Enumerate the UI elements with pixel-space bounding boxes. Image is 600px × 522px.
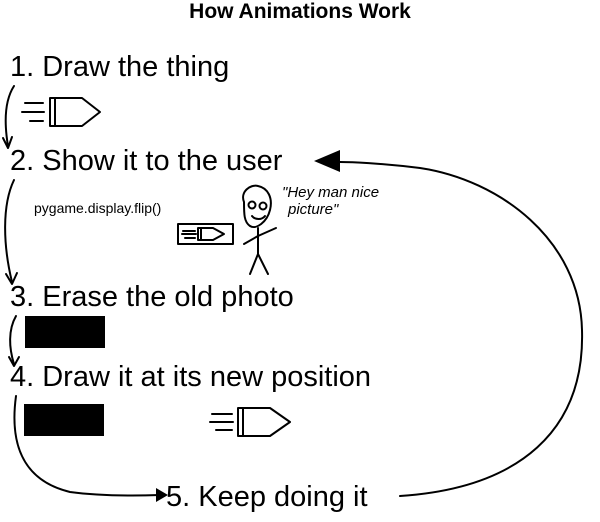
step-4-label: 4. Draw it at its new position xyxy=(10,361,372,393)
connector-3-to-4 xyxy=(9,315,17,365)
diagram-title: How Animations Work xyxy=(189,0,411,23)
stick-figure-icon xyxy=(242,184,277,275)
crayon-icon-new-position xyxy=(209,407,291,437)
step-5-arrowhead-icon xyxy=(156,488,168,502)
connector-2-to-3-head xyxy=(5,272,18,285)
crayon-icon-step-1 xyxy=(21,97,101,127)
connector-4-to-5 xyxy=(13,395,161,497)
connector-3-to-4-head xyxy=(8,356,20,367)
old-position-black-box xyxy=(24,404,104,436)
erased-black-box xyxy=(25,316,105,348)
connector-1-to-2-head xyxy=(2,136,13,149)
speech-quote: "Hey man nice picture" xyxy=(282,184,379,218)
step-3-label: 3. Erase the old photo xyxy=(10,281,294,313)
step-1-label: 1. Draw the thing xyxy=(10,51,230,83)
loop-arrowhead-icon xyxy=(314,150,340,172)
loop-5-to-2 xyxy=(339,161,584,497)
speech-line-1: "Hey man nice xyxy=(282,184,380,201)
step-2-label: 2. Show it to the user xyxy=(10,145,283,177)
flip-code-label: pygame.display.flip() xyxy=(34,200,162,216)
connector-2-to-3 xyxy=(4,179,15,283)
photo-of-crayon-icon xyxy=(177,223,234,245)
connector-1-to-2 xyxy=(4,85,15,147)
step-5-label: 5. Keep doing it xyxy=(166,481,368,513)
speech-line-2: picture" xyxy=(288,201,339,218)
